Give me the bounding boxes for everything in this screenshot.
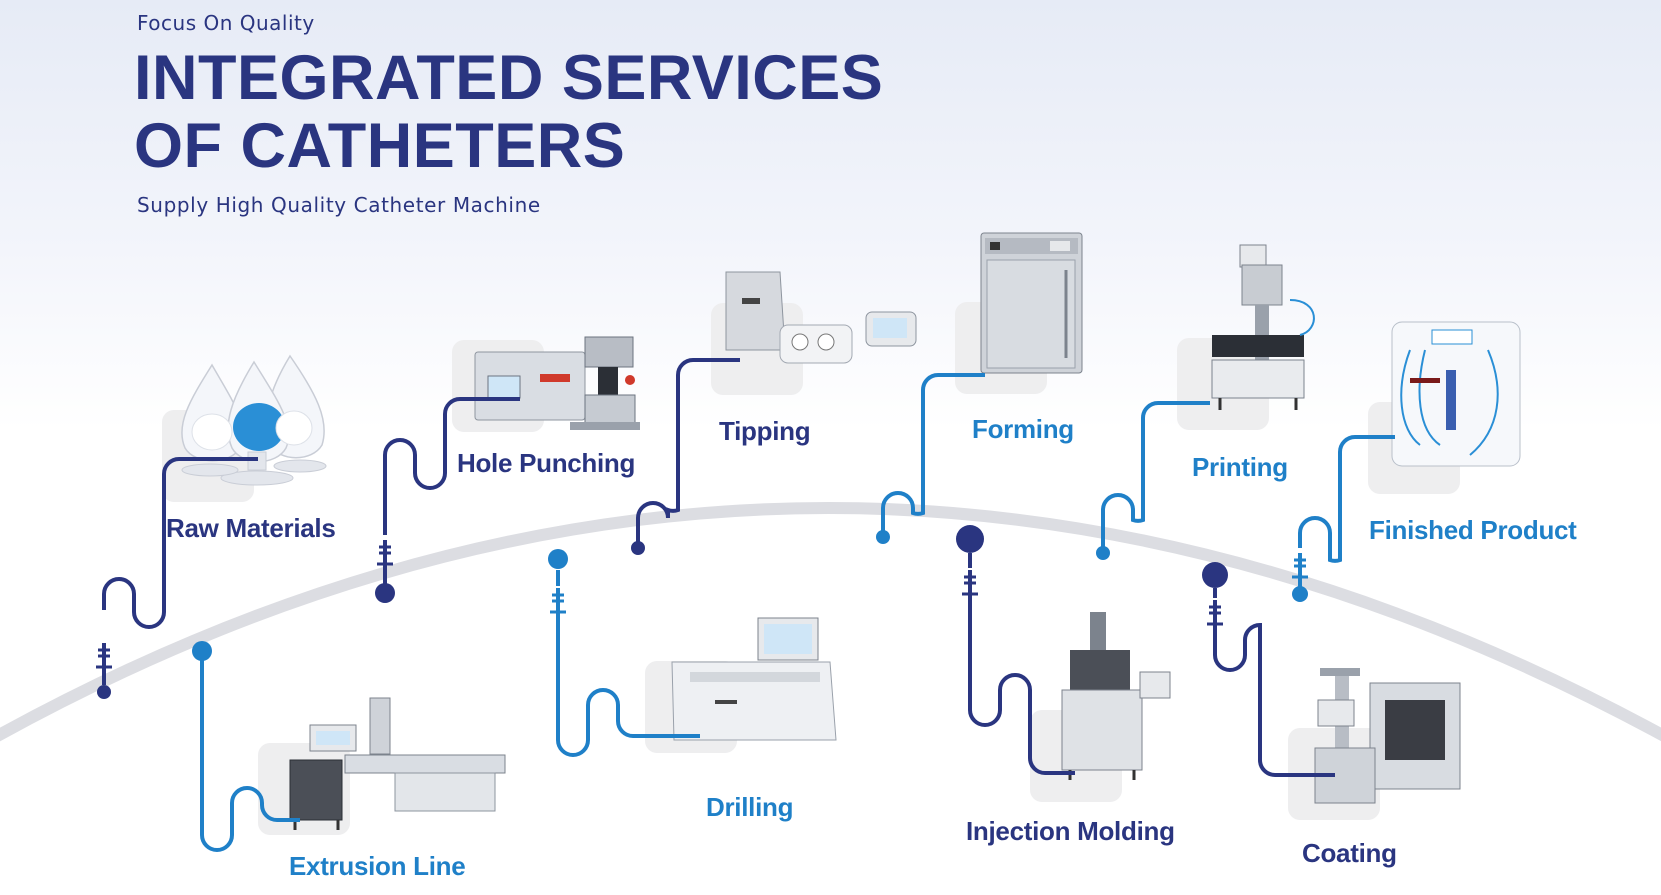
connector-forming xyxy=(876,373,985,544)
step-label-injection-molding: Injection Molding xyxy=(966,816,1175,846)
forming-image xyxy=(955,232,1083,394)
printing-image xyxy=(1177,244,1315,430)
connector-drilling xyxy=(548,549,700,757)
connector-finished-product xyxy=(1290,435,1395,602)
connector-printing xyxy=(1096,401,1210,560)
extrusion-line-image xyxy=(258,697,506,835)
raw-materials-image xyxy=(162,354,327,502)
connector-extrusion-line xyxy=(192,641,300,852)
catheter-kit-icon xyxy=(1391,321,1521,467)
step-label-raw-materials: Raw Materials xyxy=(166,513,336,543)
pellet-flasks-icon xyxy=(181,354,327,486)
eyebrow-text: Focus On Quality xyxy=(137,11,315,35)
punch-machine-icon xyxy=(474,336,640,430)
step-label-hole-punching: Hole Punching xyxy=(457,448,636,478)
step-label-forming: Forming xyxy=(972,414,1074,444)
process-arc xyxy=(0,502,1661,742)
injection-molder-icon xyxy=(1061,612,1171,780)
title-line-2: OF CATHETERS xyxy=(134,111,626,181)
drilling-image xyxy=(645,617,837,753)
title-line-1: INTEGRATED SERVICES xyxy=(134,43,884,113)
tipping-image xyxy=(711,271,917,395)
injection-molding-image xyxy=(1030,612,1171,802)
connector-tipping xyxy=(631,358,740,555)
page-subtitle: Supply High Quality Catheter Machine xyxy=(137,193,541,217)
hole-punching-image xyxy=(452,336,640,432)
finished-product-image xyxy=(1368,321,1521,494)
page-title: INTEGRATED SERVICES OF CATHETERS xyxy=(134,44,883,180)
drilling-machine-icon xyxy=(671,617,837,741)
step-label-printing: Printing xyxy=(1192,452,1288,482)
pad-printer-icon xyxy=(1211,244,1315,410)
step-label-extrusion-line: Extrusion Line xyxy=(289,851,466,881)
coating-cabinet-icon xyxy=(1314,668,1461,804)
step-label-coating: Coating xyxy=(1302,838,1397,868)
extruder-icon xyxy=(289,697,506,830)
step-label-tipping: Tipping xyxy=(719,416,811,446)
step-label-drilling: Drilling xyxy=(706,792,794,822)
tipping-machine-icon xyxy=(725,271,917,364)
step-label-finished-product: Finished Product xyxy=(1369,515,1577,545)
coating-image xyxy=(1288,668,1461,820)
oven-cabinet-icon xyxy=(980,232,1083,374)
connector-hole-punching xyxy=(375,397,520,603)
connector-raw-materials xyxy=(94,457,258,699)
connector-coating xyxy=(1202,562,1335,777)
connector-injection-molding xyxy=(956,525,1075,775)
